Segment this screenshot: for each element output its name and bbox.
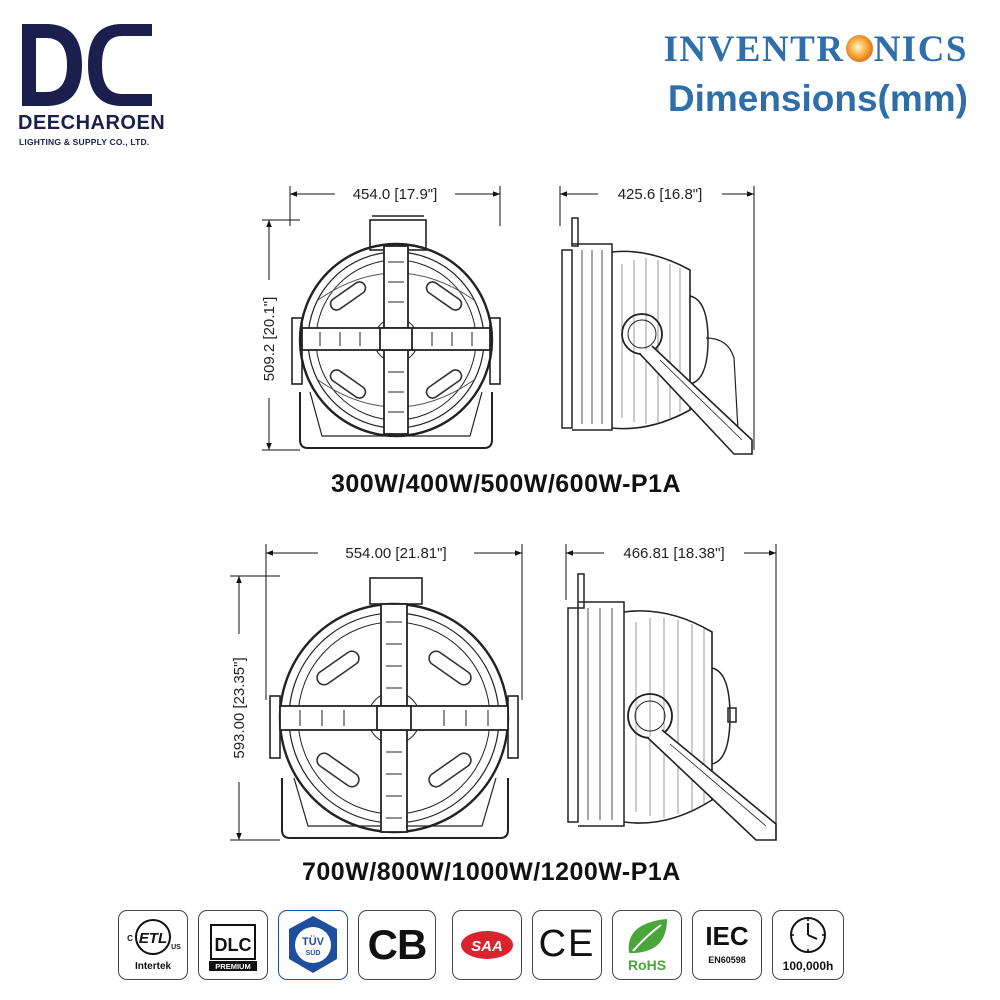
svg-text:C: C xyxy=(127,934,133,943)
model-label-small: 300W/400W/500W/600W-P1A xyxy=(331,470,682,498)
logo-thai-text: ดีเจริญ xyxy=(117,24,141,33)
company-logo: ดีเจริญ DEECHAROEN LIGHTING & SUPPLY CO.… xyxy=(18,20,165,155)
side-dim-lines-small xyxy=(559,186,755,450)
svg-text:SÜD: SÜD xyxy=(306,948,321,957)
brand-sun-icon xyxy=(845,35,873,62)
depth-dimension-large: 466.81 [18.38"] xyxy=(623,545,724,562)
lifetime-label: 100,000h xyxy=(782,959,834,973)
company-name: DEECHAROEN xyxy=(18,112,166,134)
ce-badge: CE xyxy=(532,910,602,980)
iec-label: IEC xyxy=(705,921,749,951)
front-view-large xyxy=(269,577,519,839)
etl-intertek-badge: ETL C US Intertek xyxy=(118,910,188,980)
dlc-premium-badge: DLC PREMIUM xyxy=(198,910,268,980)
side-dim-lines-large xyxy=(565,544,777,840)
iec-badge: IEC EN60598 xyxy=(692,910,762,980)
iec-standard-label: EN60598 xyxy=(708,955,746,965)
brand-name: INVENTR NICS xyxy=(663,28,968,72)
saa-icon: SAA xyxy=(461,931,513,959)
ce-label: CE xyxy=(538,923,596,965)
tuv-icon: TÜV SÜD xyxy=(289,916,337,973)
height-dimension-large: 593.00 [23.35"] xyxy=(231,657,248,758)
rohs-label: RoHS xyxy=(627,957,667,973)
front-view-small xyxy=(291,215,501,449)
dlc-icon: DLC PREMIUM xyxy=(209,924,257,971)
svg-text:DLC: DLC xyxy=(215,935,252,955)
leaf-icon xyxy=(628,919,667,953)
cb-badge: CB xyxy=(358,910,436,980)
svg-text:SAA: SAA xyxy=(471,938,503,955)
page-title: Dimensions(mm) xyxy=(667,78,968,119)
etl-label: Intertek xyxy=(134,961,172,972)
front-dim-lines-large xyxy=(230,544,523,841)
clock-icon xyxy=(790,917,826,953)
depth-dimension-small: 425.6 [16.8"] xyxy=(618,186,703,203)
lifetime-badge: 100,000h xyxy=(772,910,844,980)
brand-header: INVENTR NICS Dimensions(mm) xyxy=(663,28,968,122)
dc-logo-mark xyxy=(22,24,152,106)
tuv-sud-badge: TÜV SÜD xyxy=(278,910,348,980)
model-label-large: 700W/800W/1000W/1200W-P1A xyxy=(302,858,681,886)
etl-icon: ETL C US xyxy=(127,919,181,955)
width-dimension-small: 454.0 [17.9"] xyxy=(353,186,438,203)
brand-name-part2: NICS xyxy=(873,29,968,70)
width-dimension-large: 554.00 [21.81"] xyxy=(345,545,446,562)
rohs-badge: RoHS xyxy=(612,910,682,980)
company-subtitle: LIGHTING & SUPPLY CO., LTD. xyxy=(19,137,150,147)
svg-text:US: US xyxy=(171,944,181,951)
svg-text:TÜV: TÜV xyxy=(302,935,325,948)
side-view-large xyxy=(567,573,777,841)
brand-name-part1: INVENTR xyxy=(663,29,845,70)
cb-label: CB xyxy=(367,921,428,968)
svg-text:PREMIUM: PREMIUM xyxy=(215,962,250,971)
svg-text:ETL: ETL xyxy=(139,930,167,947)
front-dim-lines-small xyxy=(262,186,501,451)
height-dimension-small: 509.2 [20.1"] xyxy=(261,297,278,382)
side-view-small xyxy=(561,217,753,455)
saa-badge: SAA xyxy=(452,910,522,980)
